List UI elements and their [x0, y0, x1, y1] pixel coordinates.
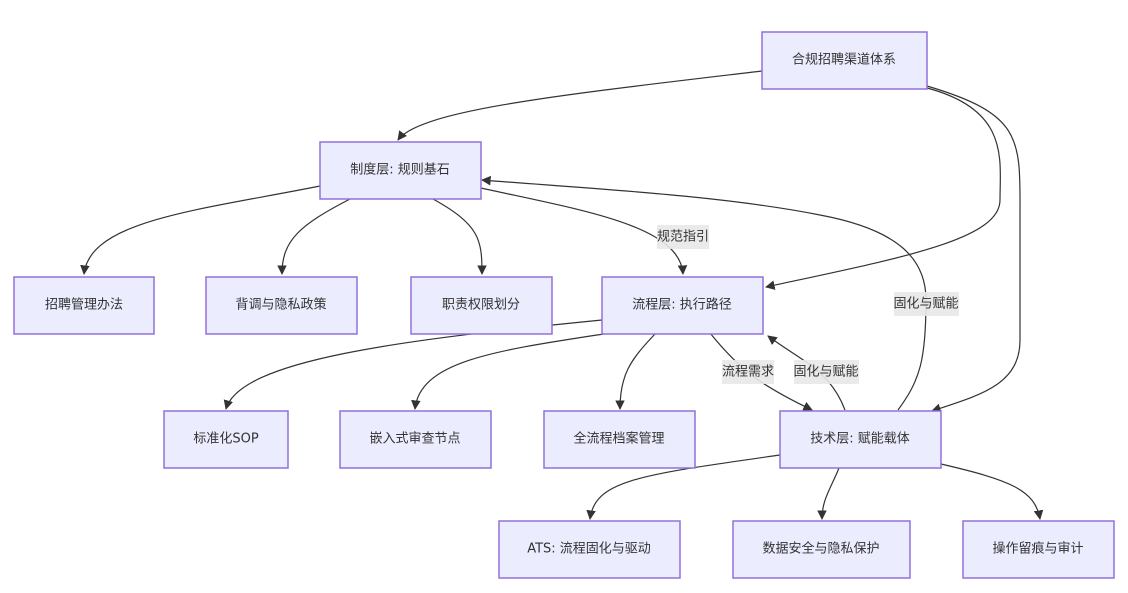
node-tech-layer[interactable]: 技术层: 赋能载体 [779, 410, 942, 469]
svg-text:背调与隐私政策: 背调与隐私政策 [235, 297, 326, 313]
node-system-layer[interactable]: 制度层: 规则基石 [319, 141, 482, 200]
svg-text:全流程档案管理: 全流程档案管理 [573, 431, 664, 447]
edge-label-process-needs: 流程需求 [722, 360, 774, 384]
svg-text:标准化SOP: 标准化SOP [193, 432, 258, 447]
edge-system-to-sys3 [432, 198, 487, 275]
svg-text:数据安全与隐私保护: 数据安全与隐私保护 [762, 541, 879, 557]
node-process-layer[interactable]: 流程层: 执行路径 [601, 276, 764, 335]
edge-system-to-sys2 [277, 198, 351, 275]
svg-text:固化与赋能: 固化与赋能 [793, 365, 858, 380]
edge-process-to-proc3 [615, 332, 657, 410]
svg-text:规范指引: 规范指引 [657, 230, 709, 245]
svg-text:流程需求: 流程需求 [722, 365, 774, 380]
node-tech-ats[interactable]: ATS: 流程固化与驱动 [498, 520, 681, 579]
edge-tech-to-system [481, 175, 927, 411]
svg-text:嵌入式审查节点: 嵌入式审查节点 [369, 432, 460, 447]
edge-system-to-sys1 [80, 185, 321, 275]
node-sys-recruitment-policy[interactable]: 招聘管理办法 [13, 276, 155, 335]
node-tech-audit[interactable]: 操作留痕与审计 [962, 520, 1115, 579]
node-proc-sop[interactable]: 标准化SOP [163, 410, 289, 469]
svg-text:操作留痕与审计: 操作留痕与审计 [992, 541, 1083, 557]
node-tech-data-security[interactable]: 数据安全与隐私保护 [732, 520, 911, 579]
svg-text:职责权限划分: 职责权限划分 [442, 297, 520, 313]
edge-root-to-tech [926, 85, 1021, 413]
svg-text:制度层: 规则基石: 制度层: 规则基石 [350, 162, 450, 178]
node-sys-background-privacy[interactable]: 背调与隐私政策 [205, 276, 358, 335]
svg-text:ATS: 流程固化与驱动: ATS: 流程固化与驱动 [527, 542, 651, 557]
svg-text:技术层: 赋能载体: 技术层: 赋能载体 [810, 432, 910, 447]
edge-process-to-proc2 [411, 332, 611, 410]
edge-label-tech-to-process: 固化与赋能 [793, 360, 859, 384]
edge-root-to-process [765, 87, 1001, 290]
node-root[interactable]: 合规招聘渠道体系 [761, 31, 928, 90]
node-proc-archive[interactable]: 全流程档案管理 [543, 410, 696, 469]
node-sys-responsibility[interactable]: 职责权限划分 [410, 276, 553, 335]
edge-tech-to-tech3 [940, 463, 1044, 520]
edge-tech-to-tech2 [817, 467, 840, 520]
svg-text:流程层: 执行路径: 流程层: 执行路径 [632, 297, 732, 313]
edge-label-guidance: 规范指引 [657, 225, 709, 249]
svg-text:固化与赋能: 固化与赋能 [893, 297, 958, 312]
svg-text:合规招聘渠道体系: 合规招聘渠道体系 [792, 53, 896, 68]
svg-text:招聘管理办法: 招聘管理办法 [45, 298, 123, 313]
edge-root-to-system [397, 70, 763, 141]
edge-tech-to-tech1 [586, 454, 781, 520]
edge-label-tech-to-system: 固化与赋能 [893, 292, 959, 316]
node-proc-review[interactable]: 嵌入式审查节点 [339, 410, 492, 469]
edge-system-to-process [480, 187, 688, 275]
